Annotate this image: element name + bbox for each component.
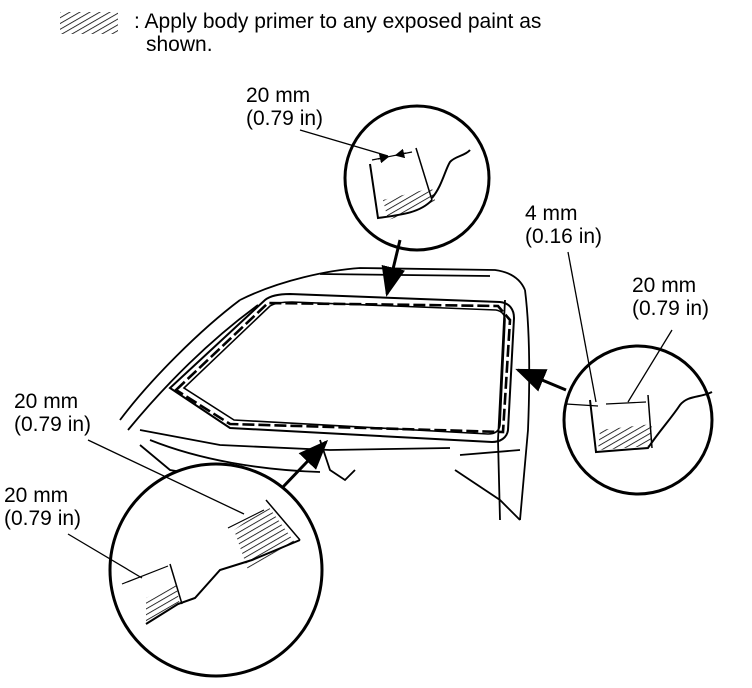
legend-text: : Apply body primer to any exposed paint… (134, 10, 654, 56)
leader-top (299, 129, 389, 157)
car-body (119, 267, 531, 521)
pointer-arrow-lower (280, 439, 329, 490)
leader-right-4mm (567, 251, 597, 403)
callout-top: 20 mm (0.79 in) (246, 84, 323, 130)
detail-circle-top (343, 104, 491, 252)
hatch-legend-swatch (60, 12, 118, 34)
callout-right-small-mm: 4 mm (525, 202, 578, 225)
leader-left-upper (87, 439, 245, 515)
leader-left-lower (67, 533, 143, 579)
callout-left-lower-in: (0.79 in) (4, 507, 82, 530)
callout-left-upper: 20 mm (0.79 in) (14, 390, 91, 436)
legend-line-1: : Apply body primer to any exposed paint… (134, 10, 542, 33)
pointer-arrow-right (515, 368, 567, 392)
callout-left-upper-in: (0.79 in) (14, 413, 92, 436)
callout-top-in: (0.79 in) (246, 107, 324, 130)
leader-right-20mm (627, 329, 673, 403)
detail-circle-right (562, 344, 714, 496)
pointer-arrow-top (381, 239, 405, 297)
detail-circle-lower (108, 462, 324, 678)
callout-top-mm: 20 mm (246, 84, 311, 107)
callout-right-large: 20 mm (0.79 in) (632, 274, 709, 320)
callout-left-lower-mm: 20 mm (4, 484, 69, 507)
callout-right-small-in: (0.16 in) (525, 225, 603, 248)
callout-left-lower: 20 mm (0.79 in) (4, 484, 81, 530)
legend-line-2: shown. (146, 33, 213, 56)
callout-right-large-mm: 20 mm (632, 274, 697, 297)
callout-right-large-in: (0.79 in) (632, 297, 710, 320)
callout-left-upper-mm: 20 mm (14, 390, 79, 413)
windshield-frame (168, 292, 516, 444)
callout-right-small: 4 mm (0.16 in) (525, 202, 602, 248)
